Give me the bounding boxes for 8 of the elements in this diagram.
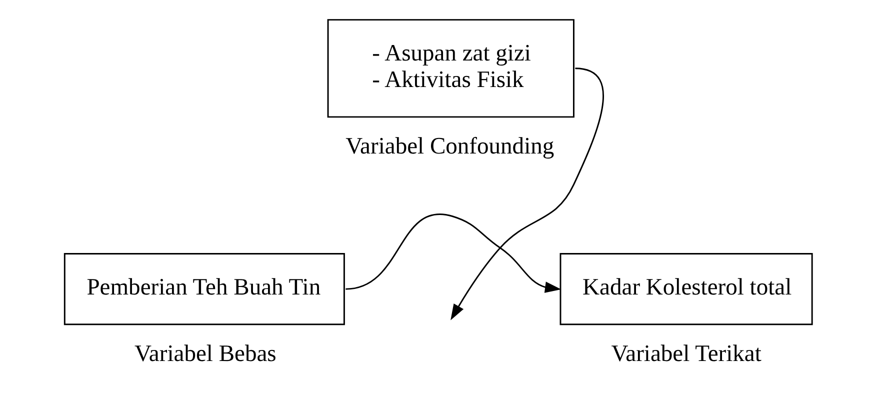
node-box: Kadar Kolesterol total: [560, 253, 813, 326]
node-label: Variabel Terikat: [611, 340, 762, 367]
node-box: - Asupan zat gizi - Aktivitas Fisik: [327, 19, 574, 118]
node-label: Variabel Confounding: [346, 133, 554, 160]
arrow: [450, 68, 604, 320]
arrow: [346, 214, 562, 293]
node-label: Variabel Bebas: [134, 340, 276, 367]
node-box: Pemberian Teh Buah Tin: [64, 253, 345, 326]
